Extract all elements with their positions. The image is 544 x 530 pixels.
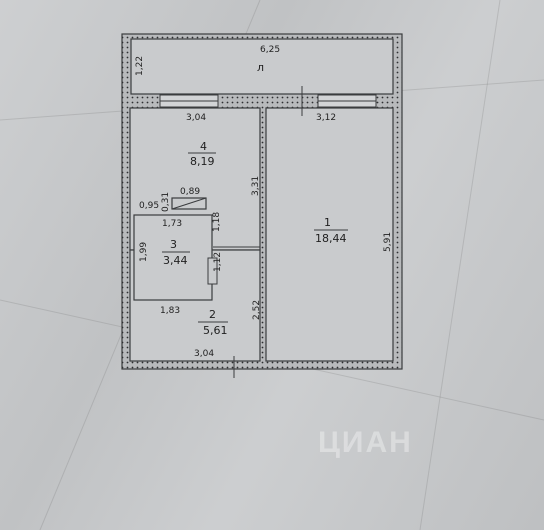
room-2-area: 5,61 bbox=[203, 324, 228, 337]
room-3-number: 3 bbox=[170, 238, 177, 251]
room-2-width-dim: 3,04 bbox=[194, 349, 214, 359]
room-1-length-dim: 5,91 bbox=[383, 232, 393, 252]
room-3-height-dim: 1,99 bbox=[139, 242, 149, 262]
vent-diagonal bbox=[171, 197, 207, 210]
room-4-area: 8,19 bbox=[190, 155, 215, 168]
balcony-depth-dim: 1,22 bbox=[135, 56, 145, 76]
room-4-shaft-width-dim: 0,89 bbox=[180, 187, 200, 197]
room-1-number: 1 bbox=[324, 216, 331, 229]
balcony bbox=[130, 38, 394, 95]
room-3-side-dim: 1,18 bbox=[212, 212, 222, 232]
room-3-bottom-dim: 1,83 bbox=[160, 306, 180, 316]
balcony-width-dim: 6,25 bbox=[260, 45, 280, 55]
room-2-door-dim: 1,12 bbox=[213, 252, 223, 272]
room-1-area: 18,44 bbox=[315, 232, 347, 245]
room-4-width-dim: 3,04 bbox=[186, 113, 206, 123]
room-1-inner-dim: 3,31 bbox=[251, 176, 261, 196]
room-3-width-dim: 1,73 bbox=[162, 219, 182, 229]
room-1-width-dim: 3,12 bbox=[316, 113, 336, 123]
room-2-side-dim: 2,52 bbox=[252, 300, 262, 320]
room-1 bbox=[265, 107, 394, 362]
room-3-area: 3,44 bbox=[163, 254, 188, 267]
room-4-number: 4 bbox=[200, 140, 207, 153]
room-3 bbox=[133, 214, 213, 301]
room-2-number: 2 bbox=[209, 308, 216, 321]
room-4-shaft-depth-dim: 0,31 bbox=[161, 192, 171, 212]
watermark: ЦИАН bbox=[318, 426, 413, 459]
room-4-shaft-offset-dim: 0,95 bbox=[139, 201, 159, 211]
balcony-label: л bbox=[257, 61, 264, 74]
bathroom-door bbox=[207, 257, 218, 285]
paper-crease bbox=[419, 0, 501, 530]
